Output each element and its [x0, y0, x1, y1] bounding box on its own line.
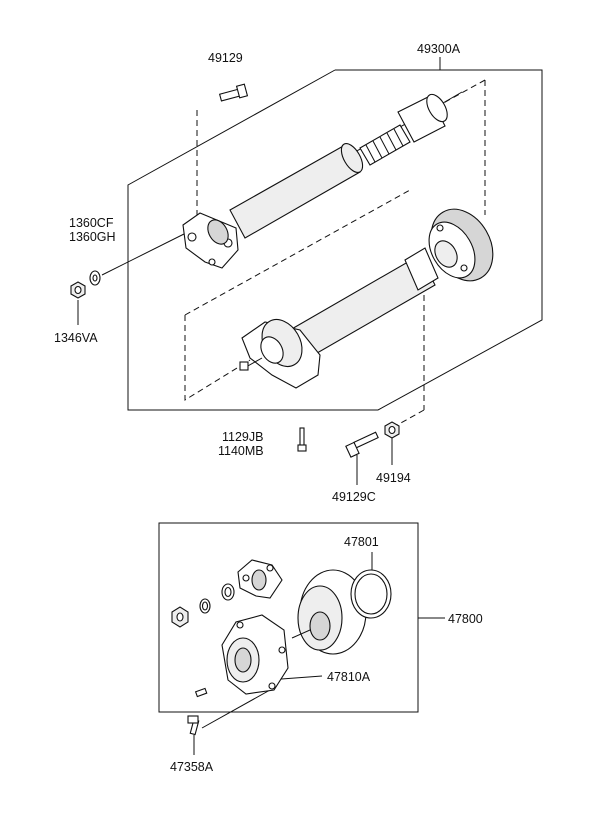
cv-joint-kit-frame	[158, 522, 419, 713]
label-49300a: 49300A	[417, 42, 461, 56]
bolt-49129-icon	[218, 83, 249, 102]
label-1360gh: 1360GH	[69, 230, 116, 244]
part-number-labels: 49129 49300A 1360CF 1360GH 1346VA 1129JB…	[54, 42, 483, 774]
bolt-47358a-icon	[187, 715, 200, 736]
bolt-49129c-icon	[345, 431, 379, 458]
cv-joint-kit-parts	[171, 559, 392, 698]
rear-shaft	[239, 208, 494, 389]
cv-boot-ribs	[365, 128, 404, 163]
label-49129: 49129	[208, 51, 243, 65]
label-47800: 47800	[448, 612, 483, 626]
label-1140mb: 1140MB	[218, 444, 264, 458]
label-47358a: 47358A	[170, 760, 214, 774]
bolt-1129jb-icon	[297, 427, 307, 452]
label-49129c: 49129C	[332, 490, 376, 504]
label-49194: 49194	[376, 471, 411, 485]
front-shaft	[182, 91, 463, 269]
label-1360cf: 1360CF	[69, 216, 114, 230]
label-1346va: 1346VA	[54, 331, 98, 345]
propeller-shaft-assembly-frame	[127, 69, 543, 411]
label-47810a: 47810A	[327, 670, 371, 684]
nut-1346va-icon	[70, 281, 86, 299]
nut-49194-icon	[384, 421, 400, 439]
washer-1360cf-icon	[89, 270, 101, 286]
label-1129jb: 1129JB	[222, 430, 263, 444]
label-47801: 47801	[344, 535, 379, 549]
